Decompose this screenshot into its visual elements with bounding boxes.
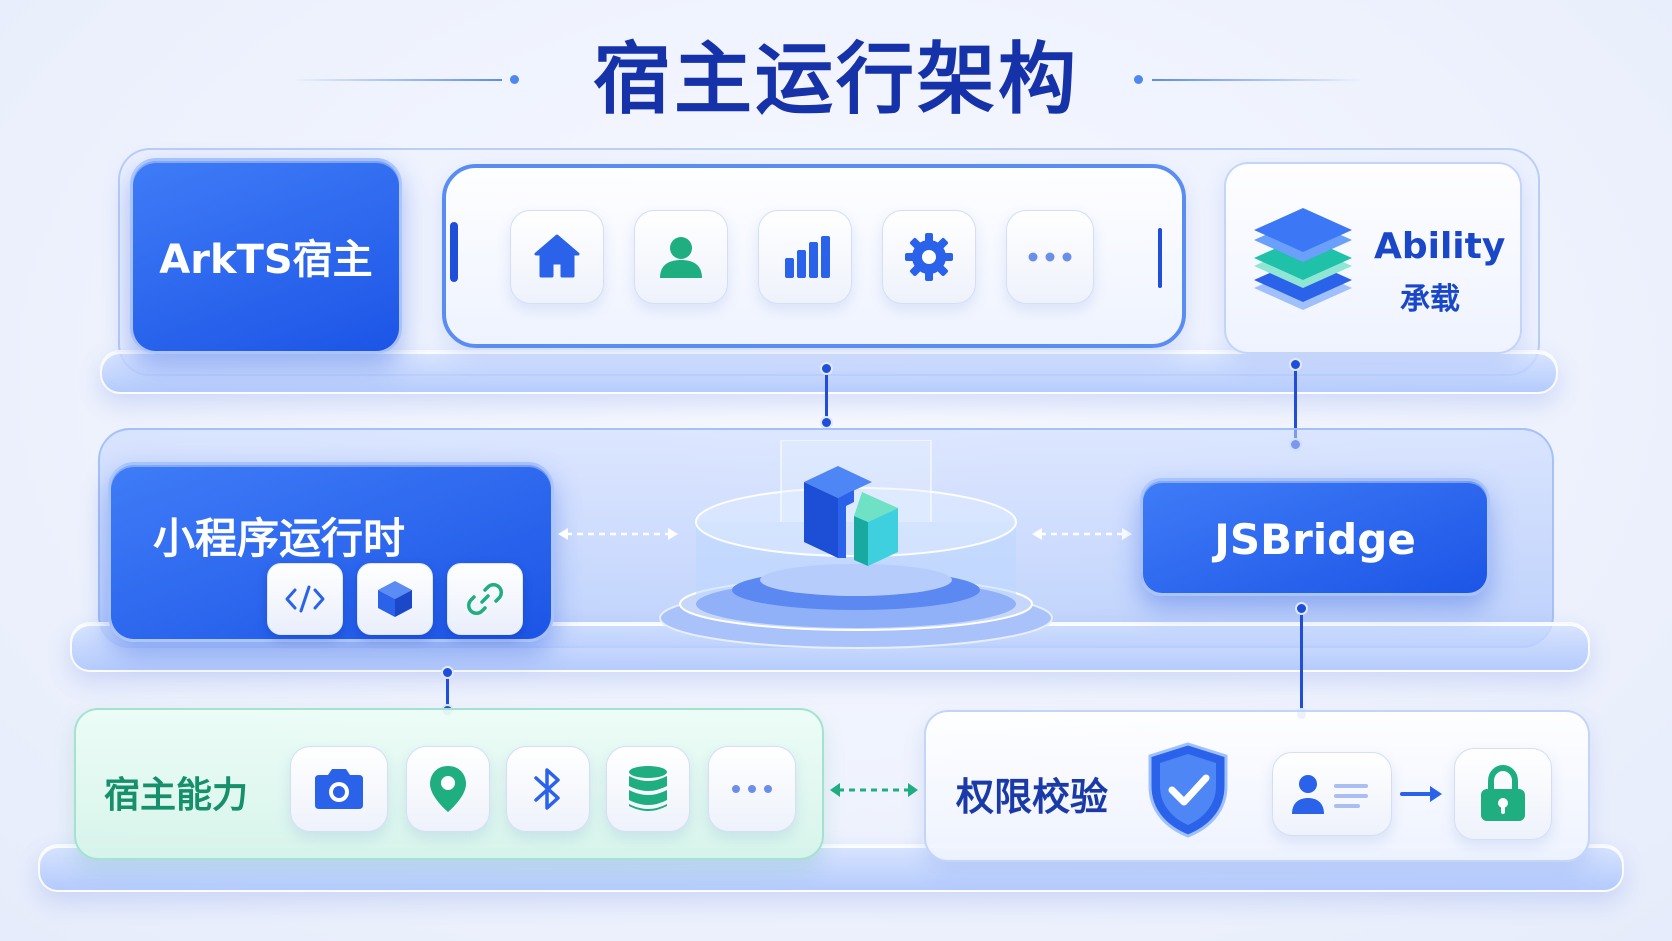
arkts-host-label: ArkTS宿主: [159, 237, 373, 283]
database-icon: [629, 766, 667, 811]
database-icon-tile[interactable]: [606, 746, 690, 832]
title-decor-line-left: [290, 79, 502, 81]
core-engine-pedestal: [659, 440, 1053, 649]
connector-node: [441, 666, 454, 679]
lock-icon: [1481, 765, 1525, 821]
title-decor-dot-right: [1134, 75, 1143, 84]
capability-permission-dashed-arrow: [830, 783, 918, 797]
user-card-icon: [1292, 775, 1368, 814]
jsbridge-panel[interactable]: JSBridge: [1140, 478, 1490, 596]
ability-sub-label: 承载: [1400, 282, 1460, 317]
connector-node: [1295, 602, 1308, 615]
link-icon: [467, 583, 503, 615]
lock-icon-tile[interactable]: [1454, 748, 1552, 840]
location-pin-icon: [430, 766, 466, 812]
title-decor-line-right: [1152, 79, 1364, 81]
page-title: 宿主运行架构: [592, 35, 1079, 125]
connector-ability-to-bridge: [1294, 364, 1297, 444]
code-icon: [285, 585, 325, 613]
connector-node: [820, 362, 833, 375]
arkts-host-panel[interactable]: ArkTS宿主: [130, 158, 402, 354]
runtime-label: 小程序运行时: [153, 514, 406, 563]
bluetooth-icon: [534, 768, 560, 810]
runtime-core-dashed-arrow: [558, 528, 678, 540]
home-icon-tile[interactable]: [510, 210, 604, 304]
arrow-right-icon: [1400, 786, 1442, 802]
cube-icon-tile[interactable]: [357, 563, 433, 635]
more-icon-tile[interactable]: [1006, 210, 1094, 304]
gear-icon: [905, 233, 953, 281]
jsbridge-label: JSBridge: [1214, 515, 1416, 564]
camera-icon-tile[interactable]: [290, 746, 388, 832]
capability-more-icon-tile[interactable]: [708, 746, 796, 832]
ability-card[interactable]: Ability 承载: [1224, 162, 1522, 354]
bar-chart-icon: [785, 236, 830, 278]
app-shell-side-button: [450, 222, 458, 282]
ability-label: Ability: [1374, 226, 1506, 267]
shield-check-icon: [1148, 742, 1228, 838]
user-card-icon-tile[interactable]: [1272, 752, 1392, 836]
core-bridge-dashed-arrow: [1032, 528, 1132, 540]
app-shell-scrollbar[interactable]: [1158, 228, 1162, 288]
more-icon: [732, 785, 772, 793]
bluetooth-icon-tile[interactable]: [506, 746, 590, 832]
layers-stack-icon: [1254, 208, 1352, 310]
bar-chart-icon-tile[interactable]: [758, 210, 852, 304]
permission-label: 权限校验: [956, 775, 1109, 819]
home-icon: [534, 234, 580, 278]
link-icon-tile[interactable]: [447, 563, 523, 635]
permission-check-panel[interactable]: 权限校验: [924, 710, 1590, 862]
more-icon: [1028, 252, 1072, 262]
cube-icon: [378, 581, 412, 617]
camera-icon: [315, 769, 363, 809]
user-icon-tile[interactable]: [634, 210, 728, 304]
code-icon-tile[interactable]: [267, 563, 343, 635]
user-icon: [660, 237, 702, 278]
host-capability-panel[interactable]: 宿主能力: [74, 708, 824, 860]
mini-program-runtime-panel[interactable]: 小程序运行时: [108, 462, 554, 642]
app-core-logo-icon: [804, 466, 898, 566]
app-shell-frame: [442, 164, 1186, 348]
title-decor-dot-left: [510, 75, 519, 84]
connector-app-to-core: [825, 368, 828, 424]
connector-runtime-to-capability: [446, 672, 449, 710]
capability-label: 宿主能力: [104, 775, 249, 816]
title-row: 宿主运行架构: [0, 30, 1672, 130]
connector-node: [1289, 358, 1302, 371]
connector-bridge-to-permission: [1300, 608, 1303, 714]
location-pin-icon-tile[interactable]: [406, 746, 490, 832]
gear-icon-tile[interactable]: [882, 210, 976, 304]
